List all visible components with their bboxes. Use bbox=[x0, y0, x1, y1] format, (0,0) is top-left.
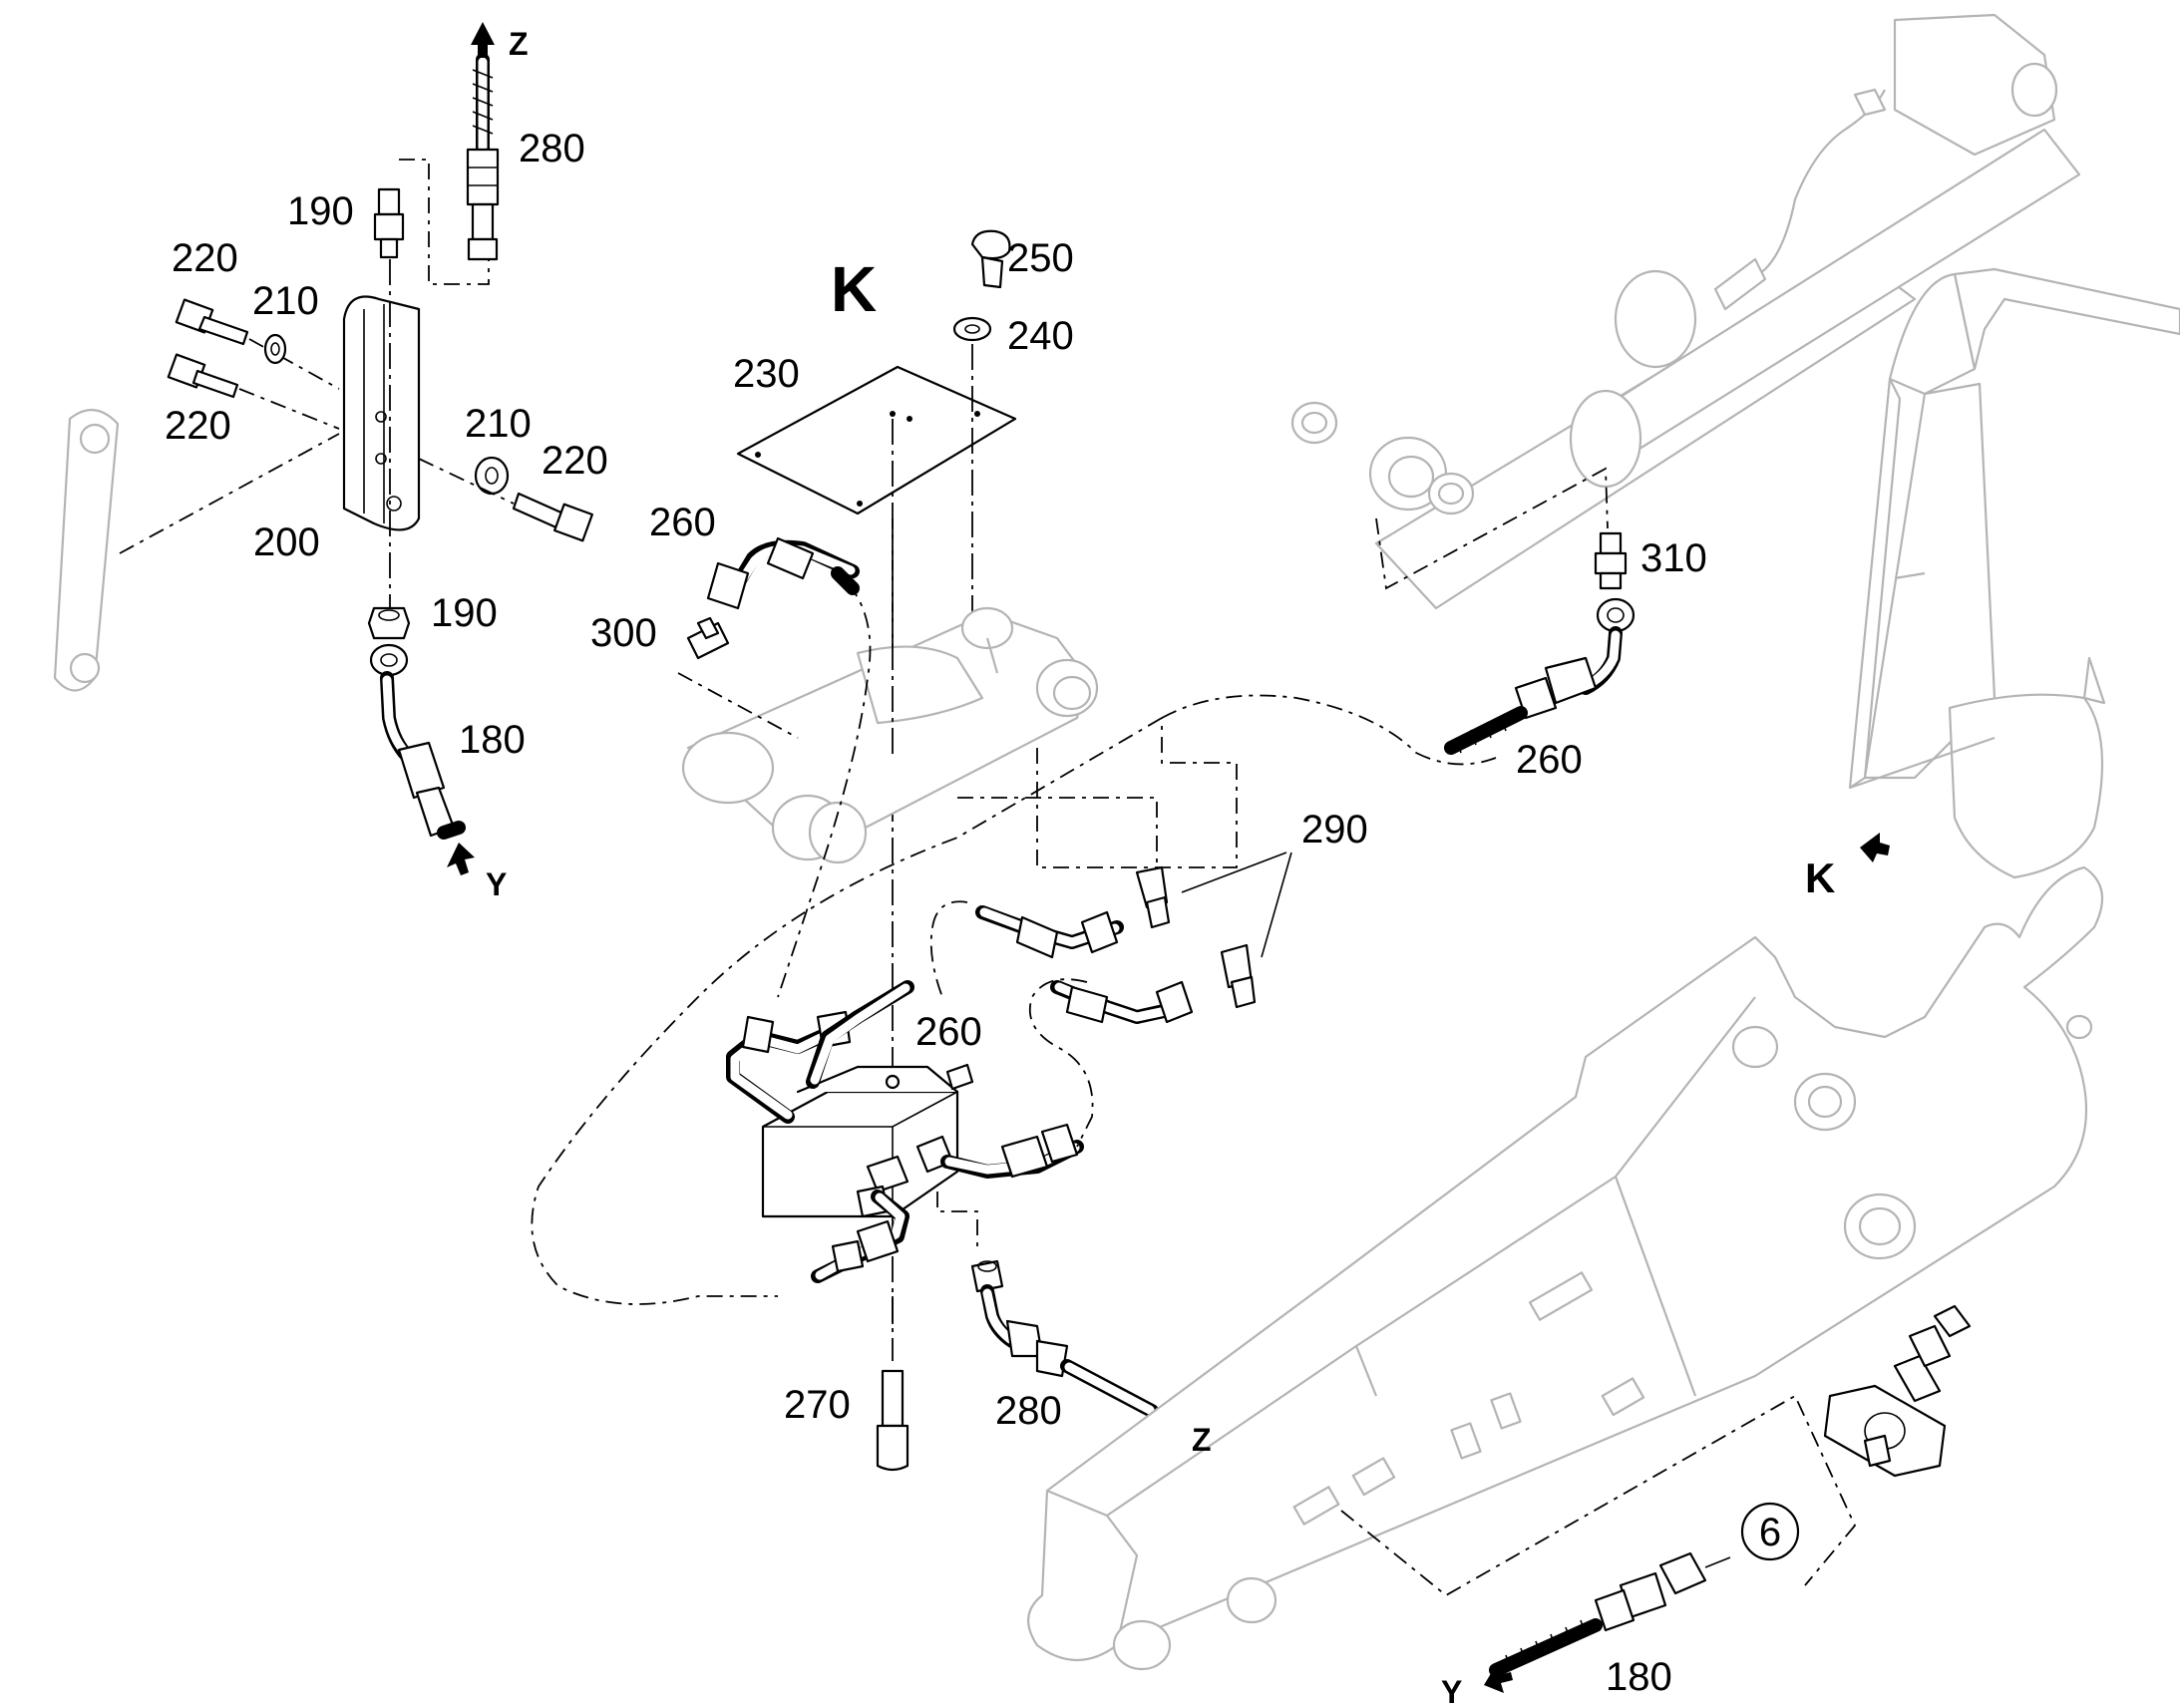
fitting-290-upper bbox=[1135, 852, 1287, 929]
arrow-k-detail bbox=[1860, 833, 1890, 862]
hose-180-left bbox=[369, 643, 466, 840]
arrow-z-top bbox=[471, 22, 495, 58]
label-180-left: 180 bbox=[459, 718, 526, 762]
bolt-270 bbox=[876, 1296, 909, 1472]
label-240: 240 bbox=[1007, 314, 1074, 358]
label-260-center: 260 bbox=[915, 1010, 982, 1054]
label-250: 250 bbox=[1007, 236, 1074, 280]
reference-circle-6 bbox=[1740, 1502, 1800, 1561]
hose-280-bottom bbox=[970, 1259, 1159, 1418]
hose-routing-lines bbox=[531, 694, 1497, 1305]
circled-reference-6: 6 bbox=[1759, 1511, 1781, 1554]
valve-hoses bbox=[726, 900, 1094, 1283]
hose-260-right bbox=[1444, 597, 1635, 755]
washer-240 bbox=[952, 316, 992, 342]
label-230: 230 bbox=[733, 352, 800, 396]
detail-marker-k: K bbox=[1805, 854, 1835, 901]
marker-z-top: Z bbox=[509, 26, 529, 62]
boom-mount bbox=[681, 518, 1099, 864]
bulkhead-fitting bbox=[1823, 1304, 1972, 1478]
label-220-b: 220 bbox=[165, 404, 231, 448]
fitting-300 bbox=[677, 616, 799, 739]
hose-260-left bbox=[706, 536, 872, 998]
arrow-y-left bbox=[447, 843, 475, 875]
label-310: 310 bbox=[1640, 536, 1707, 580]
label-180-bottom: 180 bbox=[1606, 1655, 1672, 1699]
bolt-250 bbox=[970, 229, 1011, 289]
label-220-c: 220 bbox=[542, 439, 608, 483]
hose-180-bottom bbox=[1489, 1551, 1731, 1677]
label-210-b: 210 bbox=[465, 402, 532, 446]
bolt-220-upper bbox=[175, 298, 340, 390]
fitting-310 bbox=[1594, 531, 1628, 590]
marker-y-left: Y bbox=[486, 866, 507, 902]
hoses-290-connection bbox=[975, 905, 1194, 1024]
label-210-a: 210 bbox=[252, 279, 319, 323]
hydraulic-cylinder bbox=[1290, 13, 2081, 610]
label-220-a: 220 bbox=[172, 236, 238, 280]
fitting-190-top bbox=[373, 187, 405, 618]
bracket-200 bbox=[342, 295, 421, 531]
marker-z-bottom: Z bbox=[1192, 1422, 1212, 1458]
label-300: 300 bbox=[590, 611, 657, 655]
arrow-y-bottom bbox=[1484, 1665, 1513, 1693]
washer-210-upper bbox=[263, 333, 287, 365]
valve-block bbox=[761, 1063, 974, 1218]
label-280-bottom: 280 bbox=[995, 1389, 1062, 1433]
label-280-top: 280 bbox=[519, 127, 585, 171]
label-260-right: 260 bbox=[1516, 738, 1583, 782]
bolt-220-lower bbox=[418, 458, 593, 542]
bucket-arm bbox=[1848, 267, 2180, 879]
fitting-290-lower bbox=[1220, 852, 1292, 1009]
label-190-bottom: 190 bbox=[431, 591, 498, 635]
view-letter-k: K bbox=[831, 253, 877, 325]
label-200: 200 bbox=[253, 520, 320, 564]
label-270: 270 bbox=[784, 1383, 851, 1427]
hose-280-top bbox=[399, 53, 500, 285]
label-190-top: 190 bbox=[287, 189, 354, 233]
boom bbox=[1027, 865, 2104, 1671]
link-bar bbox=[53, 409, 340, 692]
marker-y-bottom: Y bbox=[1441, 1674, 1462, 1708]
label-290: 290 bbox=[1301, 808, 1368, 852]
bolt-220-middle bbox=[167, 353, 340, 430]
washer-210-lower bbox=[474, 456, 510, 496]
label-260-left: 260 bbox=[649, 501, 716, 544]
nut-190-bottom bbox=[367, 606, 411, 640]
